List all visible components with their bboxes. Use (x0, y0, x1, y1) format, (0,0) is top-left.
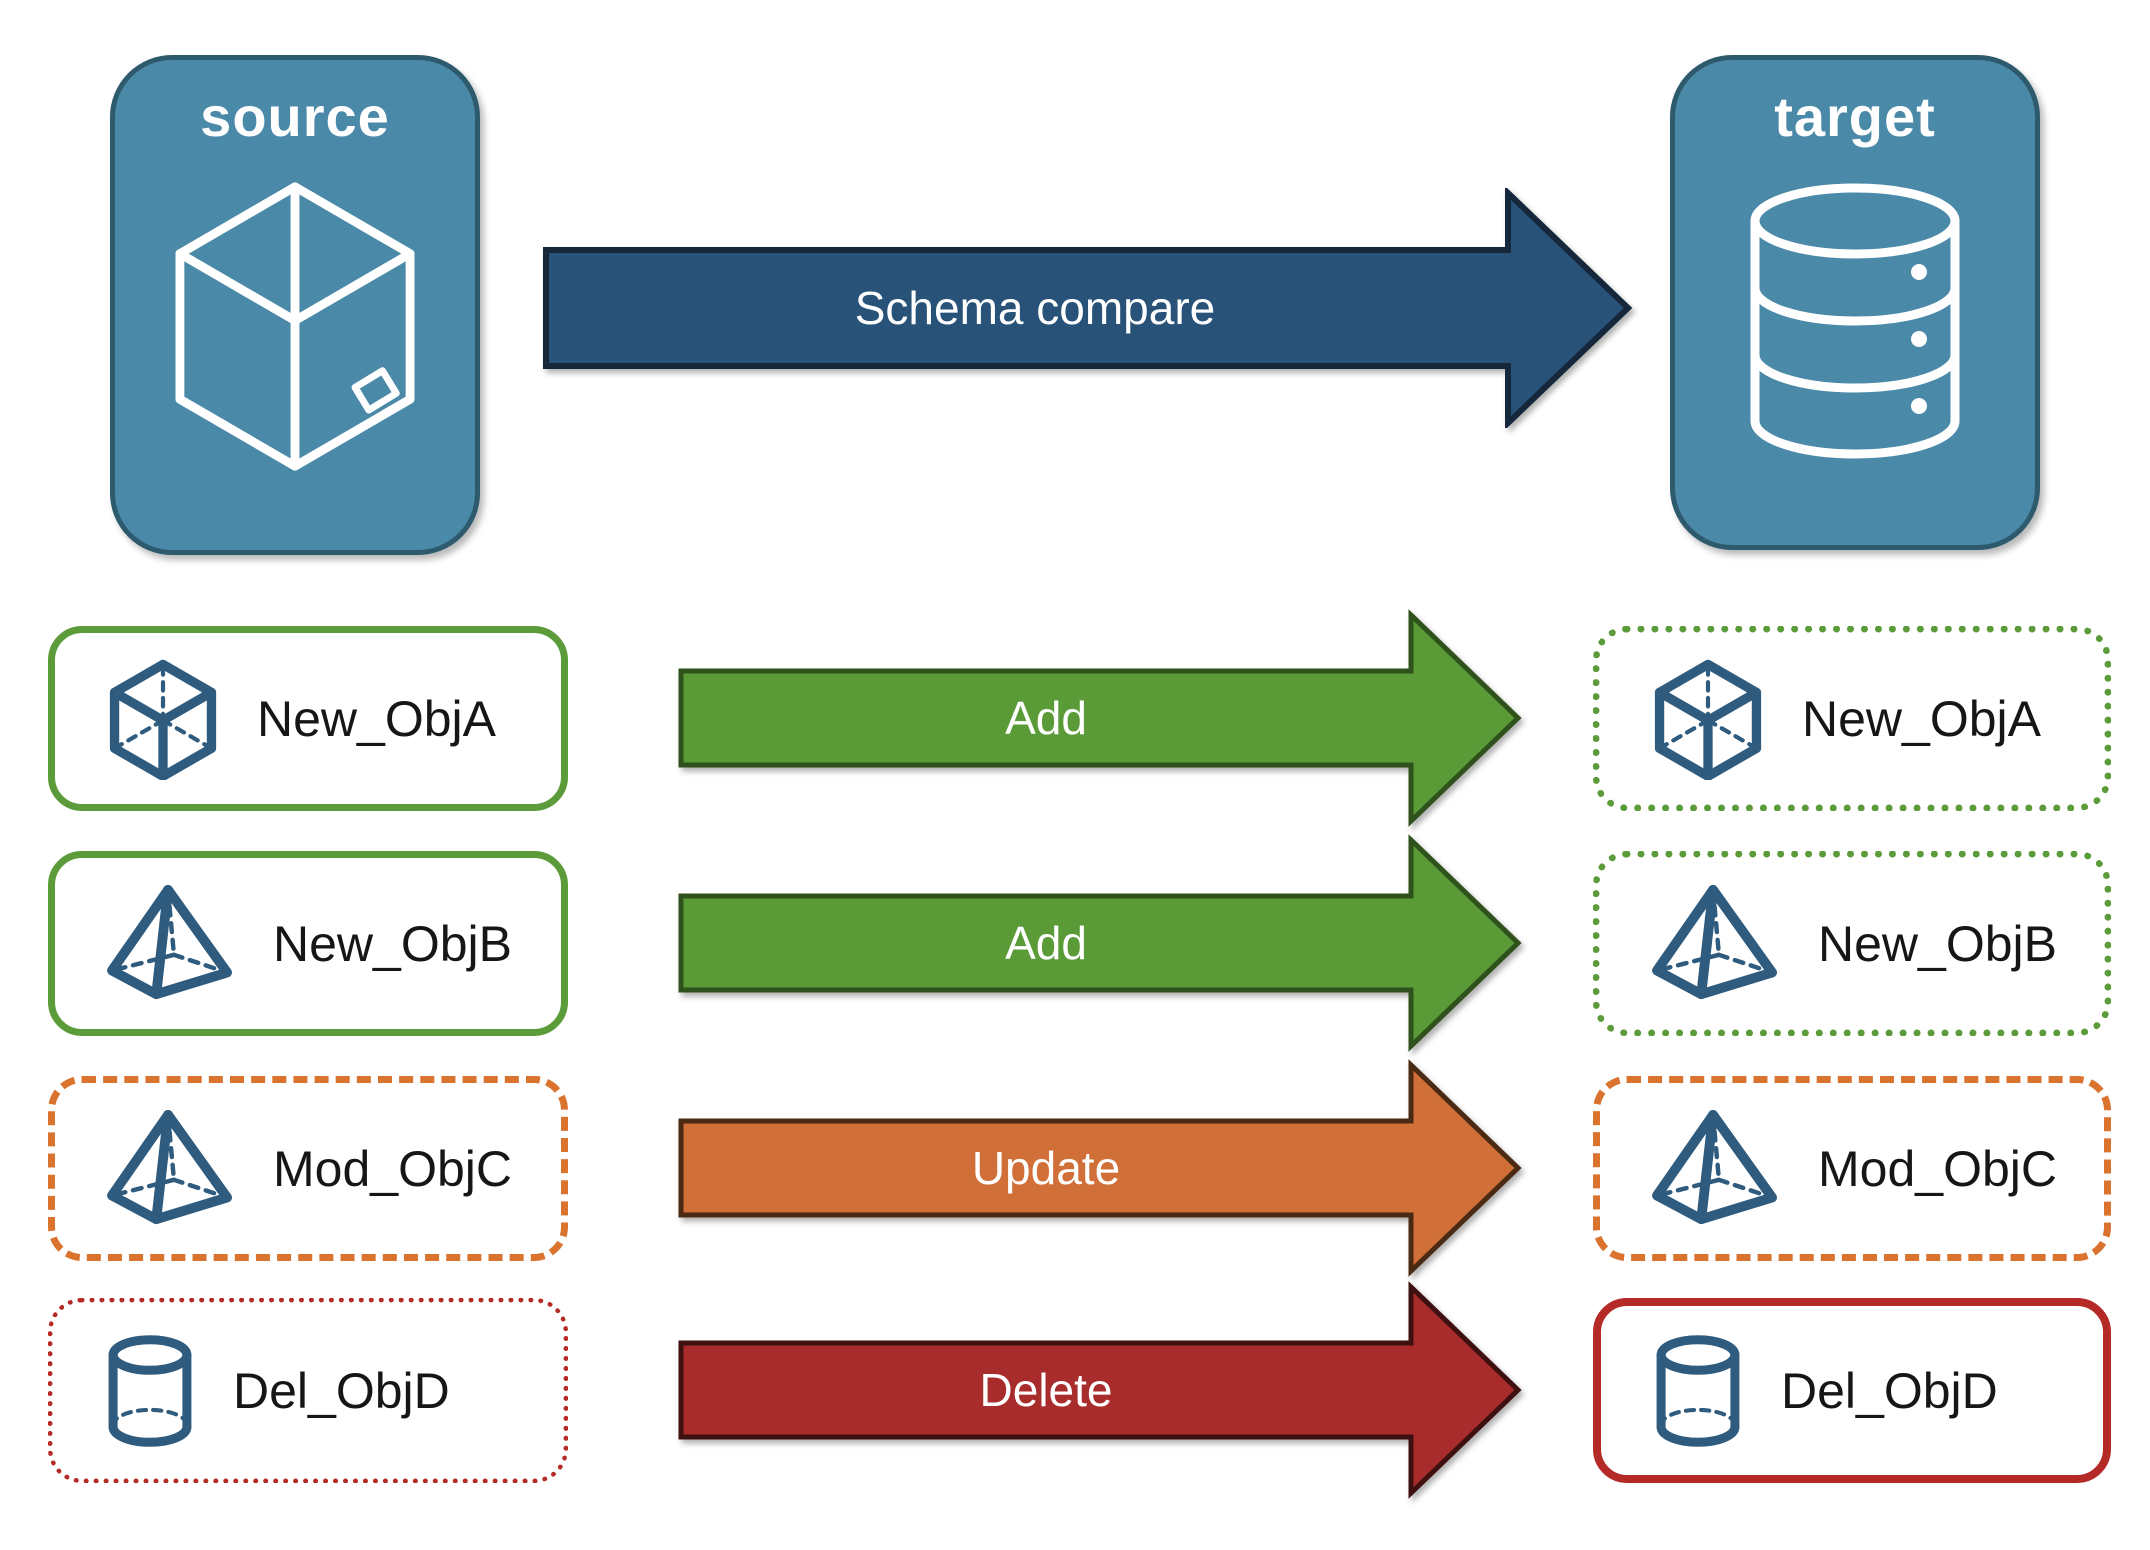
pyramid-icon (1652, 884, 1777, 999)
add-arrow-1-label: Add (1005, 692, 1087, 744)
target-object-new-objb: New_ObjB (1593, 851, 2111, 1036)
object-label: New_ObjA (257, 690, 496, 747)
source-title: source (200, 85, 390, 148)
source-object-mod-objc: Mod_ObjC (48, 1076, 568, 1261)
object-label: New_ObjA (1802, 690, 2041, 747)
cylinder-icon (108, 1334, 192, 1447)
update-arrow (678, 1059, 1522, 1277)
update-arrow-label: Update (971, 1142, 1121, 1194)
source-object-new-obja: New_ObjA (48, 626, 568, 811)
source-object-new-objb: New_ObjB (48, 851, 568, 1036)
add-arrow-2 (678, 834, 1522, 1052)
schema-compare-arrow (543, 188, 1633, 428)
source-object-del-objd: Del_ObjD (48, 1298, 568, 1483)
pyramid-icon (1652, 1109, 1777, 1224)
object-label: Mod_ObjC (1818, 1140, 2057, 1197)
pyramid-icon (107, 884, 232, 999)
add-arrow-1 (678, 609, 1522, 827)
pyramid-icon (107, 1109, 232, 1224)
target-object-del-objd: Del_ObjD (1593, 1298, 2111, 1483)
target-object-new-obja: New_ObjA (1593, 626, 2111, 811)
database-icon (1750, 183, 1959, 459)
source-panel: source (110, 55, 480, 555)
target-title: target (1774, 85, 1936, 148)
object-label: Del_ObjD (1781, 1362, 1998, 1419)
cylinder-icon (1656, 1334, 1740, 1447)
object-label: Mod_ObjC (273, 1140, 512, 1197)
object-label: New_ObjB (273, 915, 512, 972)
object-label: New_ObjB (1818, 915, 2057, 972)
delete-arrow-label: Delete (979, 1364, 1113, 1416)
cube-icon (1654, 659, 1762, 780)
schema-compare-label: Schema compare (854, 282, 1216, 334)
target-panel: target (1670, 55, 2040, 550)
delete-arrow (678, 1281, 1522, 1499)
object-label: Del_ObjD (233, 1362, 450, 1419)
package-icon (175, 182, 415, 471)
cube-icon (109, 659, 217, 780)
add-arrow-2-label: Add (1005, 917, 1087, 969)
target-object-mod-objc: Mod_ObjC (1593, 1076, 2111, 1261)
